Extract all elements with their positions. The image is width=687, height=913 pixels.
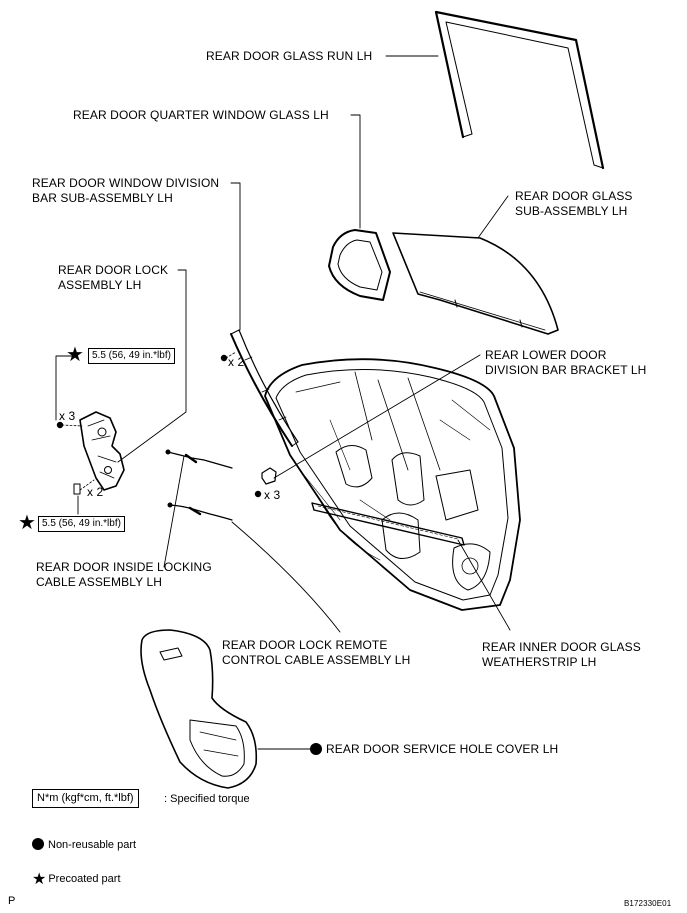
label-division-bar-line1: REAR DOOR WINDOW DIVISION (32, 176, 220, 190)
label-weatherstrip-line2: WEATHERSTRIP LH (482, 655, 597, 669)
label-door-glass-line2: SUB-ASSEMBLY LH (515, 204, 628, 218)
inside-locking-cable-part (165, 449, 233, 469)
label-division-bar-line2: BAR SUB-ASSEMBLY LH (32, 191, 173, 205)
precoated-star-icon-bottom: ★ (18, 512, 36, 534)
weatherstrip-part (311, 502, 465, 546)
division-bar-part (230, 329, 299, 447)
figure-id: B172330E01 (624, 899, 672, 908)
label-quarter-window-glass: REAR DOOR QUARTER WINDOW GLASS LH (73, 108, 329, 122)
non-reusable-dot-icon (310, 743, 322, 755)
lower-bracket-part (261, 467, 277, 485)
label-weatherstrip-line1: REAR INNER DOOR GLASS (482, 640, 641, 654)
lock-bolt-marker-bottom (73, 483, 81, 495)
label-inside-cable-line2: CABLE ASSEMBLY LH (36, 575, 162, 589)
label-lower-bracket-line1: REAR LOWER DOOR (485, 348, 607, 362)
legend-non-reusable: Non-reusable part (32, 838, 136, 852)
service-hole-cover-part (140, 629, 258, 789)
qty-division-bar-bolts: x 2 (228, 355, 245, 369)
bracket-bolt-marker (254, 490, 262, 498)
label-door-lock-line1: REAR DOOR LOCK (58, 263, 169, 277)
qty-lock-screws-bottom: x 2 (87, 485, 104, 499)
label-inside-cable-line1: REAR DOOR INSIDE LOCKING (36, 560, 212, 574)
remote-control-cable-part (167, 502, 233, 521)
legend-torque-desc: : Specified torque (164, 793, 250, 805)
legend-torque-unit-box: N*m (kgf*cm, ft.*lbf) (32, 789, 139, 808)
door-glass-part (392, 232, 559, 335)
glass-run-part (434, 10, 605, 170)
label-remote-cable-line1: REAR DOOR LOCK REMOTE (222, 638, 388, 652)
footer-left-code: P (8, 895, 16, 907)
label-remote-cable-line2: CONTROL CABLE ASSEMBLY LH (222, 653, 411, 667)
label-lower-bracket-line2: DIVISION BAR BRACKET LH (485, 363, 647, 377)
label-glass-run: REAR DOOR GLASS RUN LH (206, 49, 373, 63)
door-panel-part (264, 358, 521, 611)
label-service-hole-cover: REAR DOOR SERVICE HOLE COVER LH (310, 742, 558, 757)
leader-lines (55, 55, 511, 750)
legend-precoated: ★Precoated part (32, 871, 121, 888)
precoated-star-icon-top: ★ (66, 344, 84, 366)
quarter-window-glass-part (328, 229, 391, 301)
label-door-glass-line1: REAR DOOR GLASS (515, 189, 633, 203)
label-door-lock-line2: ASSEMBLY LH (58, 278, 142, 292)
torque-box-lock-bottom: 5.5 (56, 49 in.*lbf) (38, 516, 125, 532)
qty-bracket-bolts: x 3 (264, 488, 281, 502)
legend-dot-icon (32, 838, 44, 850)
qty-lock-screws-top: x 3 (59, 409, 76, 423)
door-lock-part (79, 411, 125, 491)
torque-box-lock-top: 5.5 (56, 49 in.*lbf) (88, 348, 175, 364)
legend-star-icon: ★ (32, 871, 47, 888)
